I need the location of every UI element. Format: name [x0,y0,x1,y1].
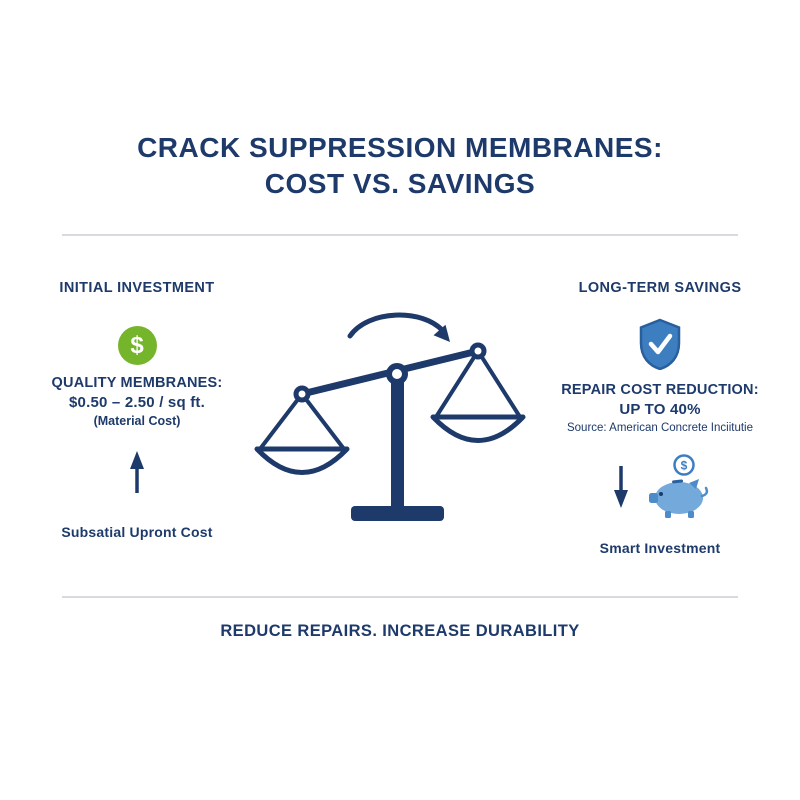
title-line2: COST VS. SAVINGS [264,168,536,199]
divider-top [62,234,738,236]
membrane-cost-block: QUALITY MEMBRANES: $0.50 – 2.50 / sq ft.… [52,375,223,428]
savings-icon-row: $ [610,454,710,525]
piggy-bank-icon: $ [648,454,710,525]
repair-reduction-title: REPAIR COST REDUCTION: [561,382,759,398]
page-title: CRACK SUPPRESSION MEMBRANES: COST VS. SA… [0,130,800,202]
membrane-title: QUALITY MEMBRANES: [51,375,223,391]
dollar-circle-icon: $ [117,326,157,365]
long-term-savings-heading: LONG-TERM SAVINGS [578,280,742,296]
shield-check-icon [637,318,683,375]
title-line1: CRACK SUPPRESSION MEMBRANES: [137,132,663,163]
repair-reduction-block: REPAIR COST REDUCTION: UP TO 40% Source:… [561,382,758,434]
coin-dollar-glyph: $ [681,459,688,473]
source-note: Source: American Concrete Inciitutie [566,422,753,434]
initial-investment-heading: INITIAL INVESTMENT [59,280,215,296]
long-term-savings-panel: LONG-TERM SAVINGS REPAIR COST REDUCTION:… [545,280,775,556]
up-arrow-icon [126,449,148,500]
initial-investment-panel: INITIAL INVESTMENT $ QUALITY MEMBRANES: … [22,280,252,540]
footer-tagline: REDUCE REPAIRS. INCREASE DURABILITY [220,622,580,640]
smart-investment-caption: Smart Investment [599,540,721,556]
curved-arrow-icon [347,312,446,339]
dollar-glyph: $ [130,331,144,359]
upfront-cost-caption: Subsatial Upront Cost [61,524,213,540]
down-arrow-icon [610,464,632,515]
membrane-price-note: (Material Cost) [93,414,181,428]
repair-reduction-stat: UP TO 40% [619,401,701,418]
membrane-price-range: $0.50 – 2.50 / sq ft. [69,394,205,411]
balance-scale-illustration [250,298,550,538]
divider-bottom [62,596,738,598]
